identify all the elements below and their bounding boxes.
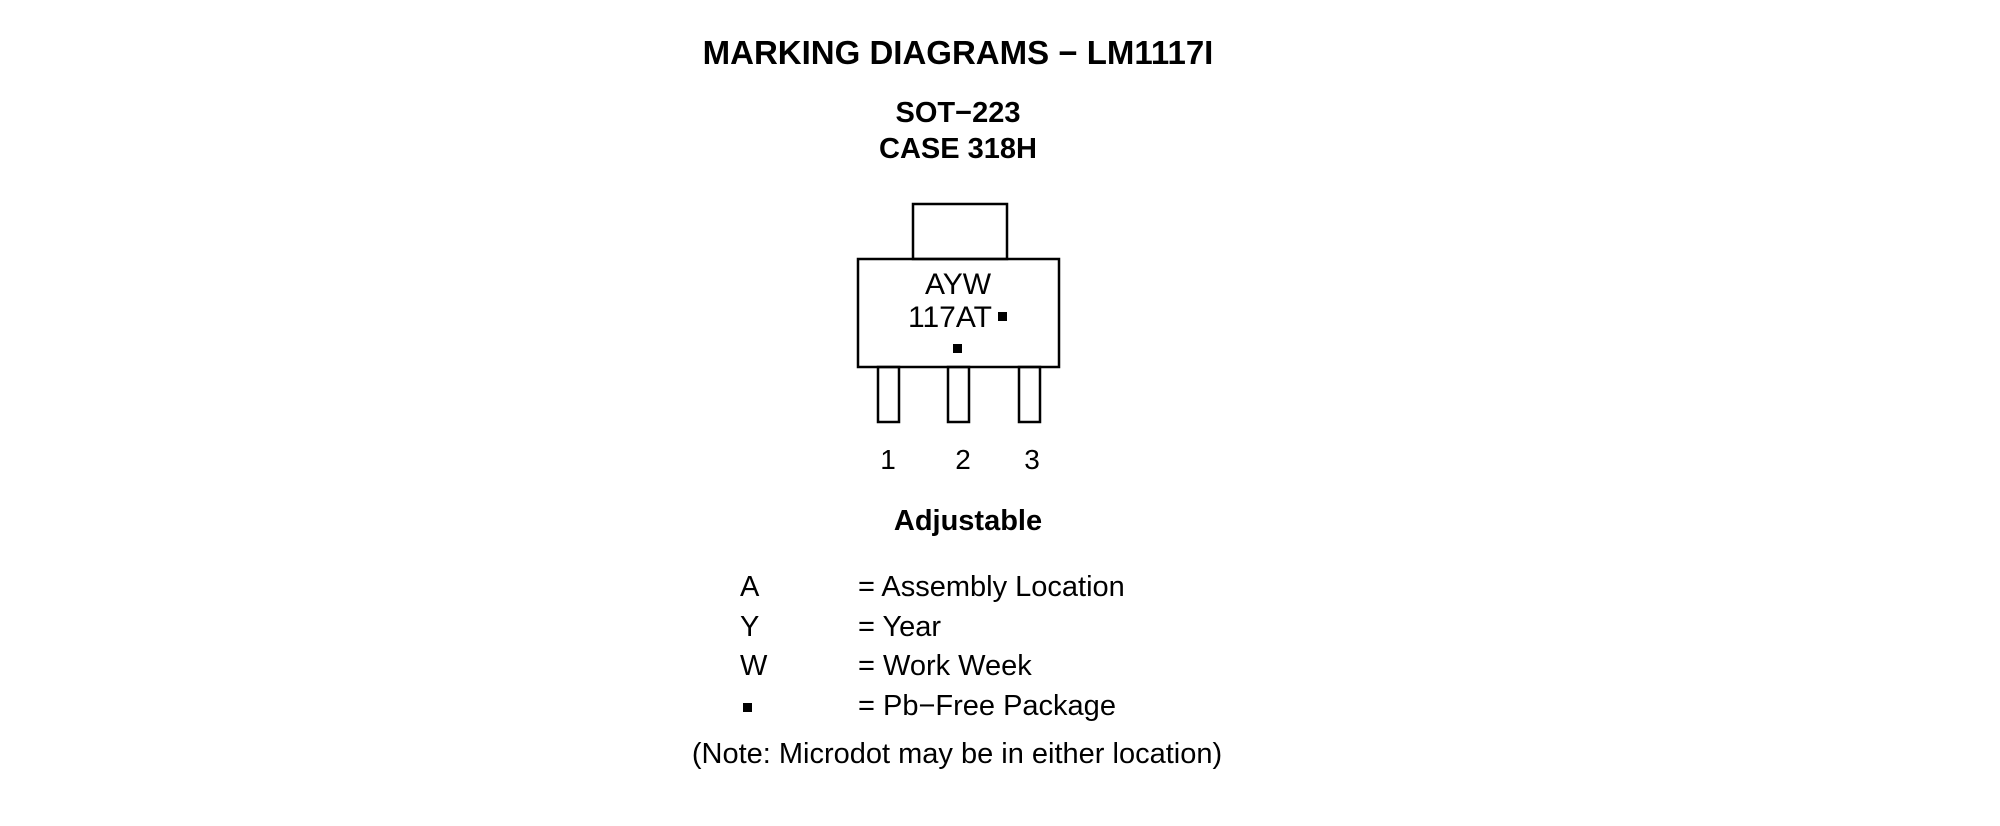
legend-symbol <box>740 690 752 723</box>
microdot-square-icon <box>743 702 752 712</box>
marking-line-2: 117AT <box>908 301 992 334</box>
microdot-icon <box>998 312 1007 321</box>
marking-line-1: AYW <box>925 268 992 301</box>
legend-description: = Year <box>858 611 942 643</box>
pin-lead-1 <box>876 365 901 424</box>
pin-lead-2 <box>946 365 971 424</box>
legend-description: = Assembly Location <box>858 571 1125 603</box>
legend-symbol: A <box>740 571 760 603</box>
package-tab <box>911 202 1009 261</box>
note-text: (Note: Microdot may be in either locatio… <box>691 738 1223 770</box>
pin-number-3: 3 <box>1024 444 1040 475</box>
variant-label: Adjustable <box>893 505 1043 537</box>
package-case: CASE 318H <box>879 133 1037 165</box>
microdot-icon <box>953 344 962 353</box>
legend-description: = Pb−Free Package <box>858 690 1116 722</box>
legend-symbol: Y <box>740 611 760 643</box>
pin-number-1: 1 <box>880 444 896 475</box>
package-type: SOT−223 <box>895 97 1021 129</box>
diagram-title: MARKING DIAGRAMS − LM1117I <box>702 34 1214 71</box>
pin-number-2: 2 <box>955 444 971 475</box>
legend-description: = Work Week <box>858 650 1032 682</box>
pin-lead-3 <box>1017 365 1042 424</box>
legend-symbol: W <box>740 650 768 682</box>
